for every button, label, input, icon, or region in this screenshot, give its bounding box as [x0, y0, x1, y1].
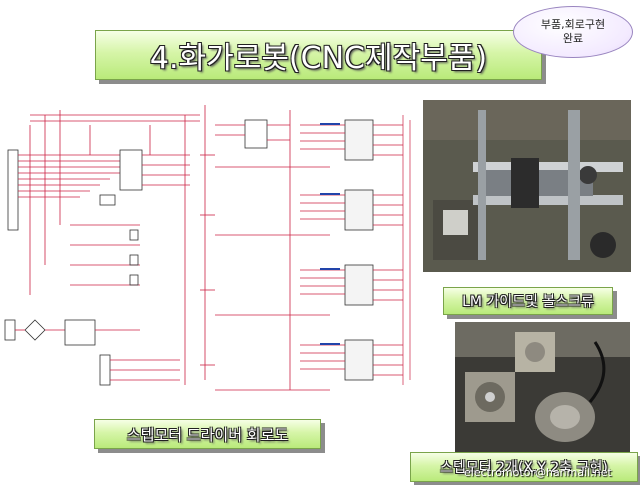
stepper-motor-photo	[455, 322, 630, 452]
status-line-2: 완료	[562, 32, 584, 45]
lm-guide-caption: LM 가이드및 볼스크류	[443, 287, 613, 315]
stepper-driver-schematic	[4, 105, 411, 391]
email-watermark: electromotor@hanmail.net	[464, 466, 612, 479]
lm-guide-photo	[423, 100, 631, 272]
circuit-caption: 스텝모터 드라이버 회로도	[94, 419, 321, 449]
status-bubble: 부품,회로구현 완료	[513, 6, 633, 58]
slide-title: 4.화가로봇(CNC제작부품)	[95, 30, 542, 80]
stepper-motor-caption: 스텝모터 2개(X,Y 2축 구현)	[410, 452, 638, 482]
status-line-1: 부품,회로구현	[540, 18, 606, 31]
